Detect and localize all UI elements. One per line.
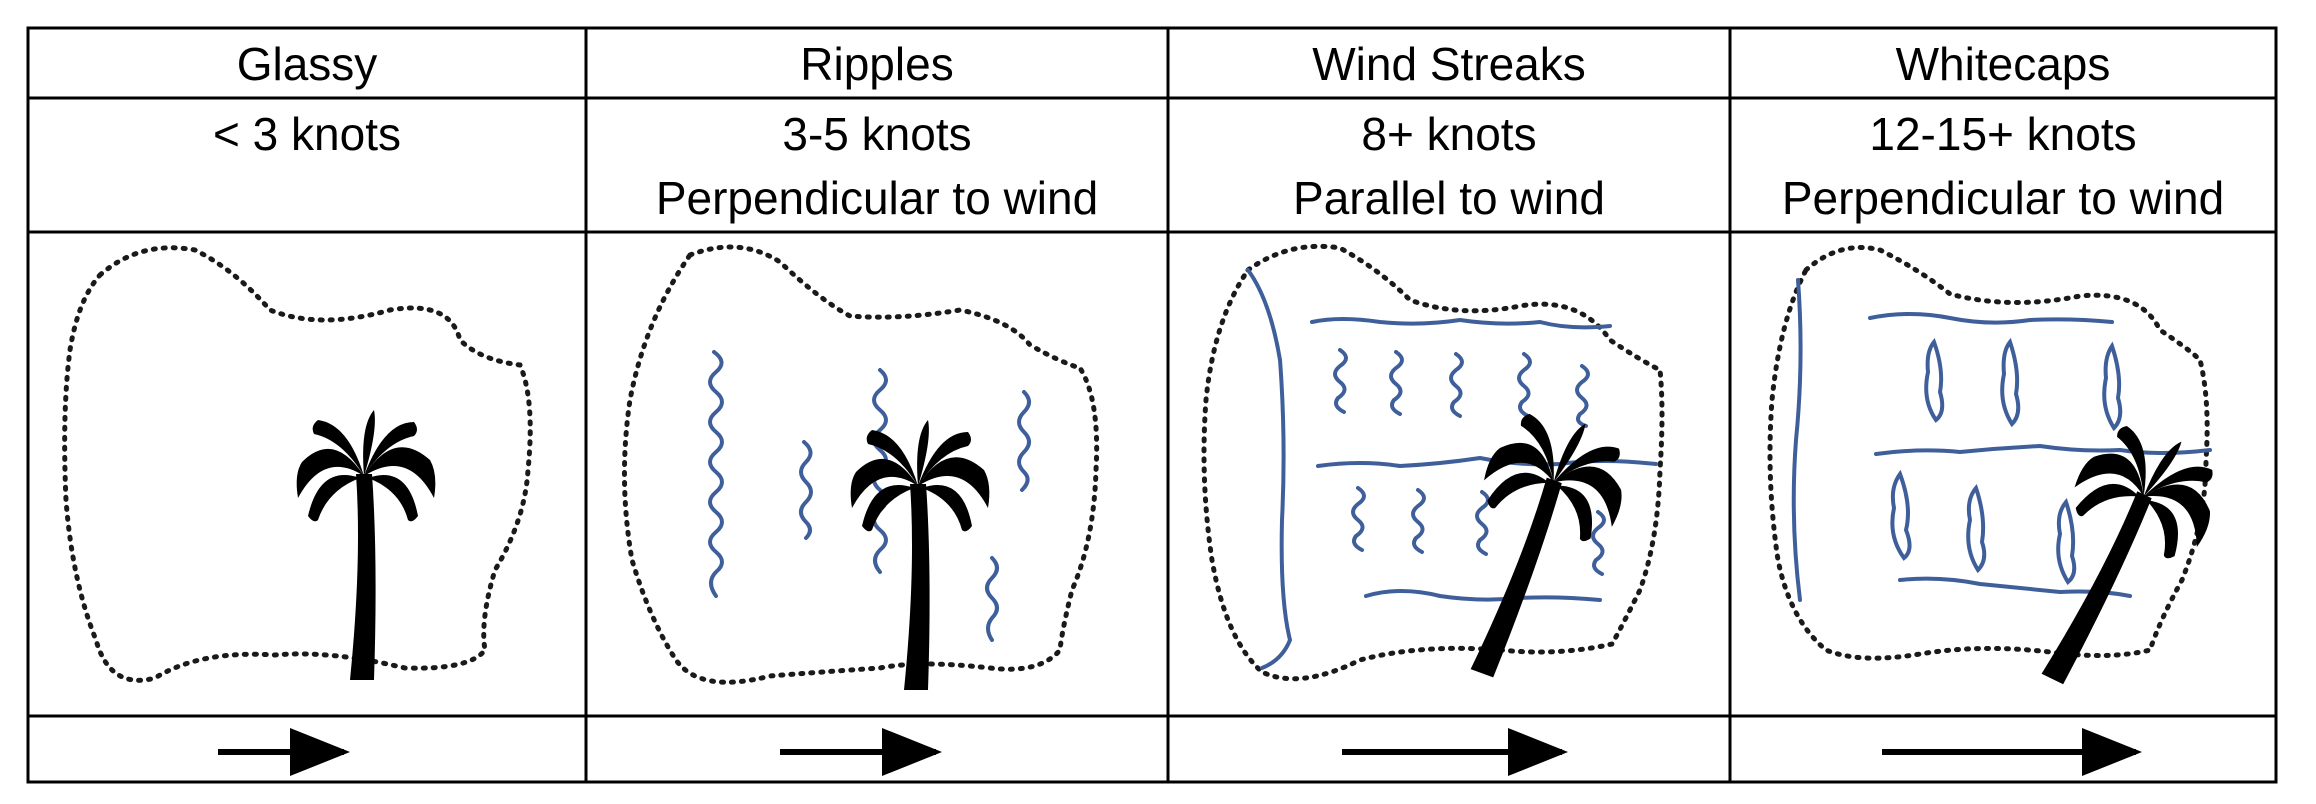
whitecaps-illustration — [1767, 245, 2237, 712]
column-title-glassy: Glassy — [237, 38, 378, 90]
table-grid — [26, 26, 2278, 784]
direction-whitecaps: Perpendicular to wind — [1782, 172, 2224, 224]
lake-outline-glassy — [62, 245, 533, 683]
lake-outline-wind-streaks — [1201, 243, 1665, 682]
whitecap-marks — [1791, 278, 2212, 602]
column-headers: Glassy Ripples Wind Streaks Whitecaps — [237, 38, 2111, 90]
ripples-illustration — [621, 244, 1100, 690]
palm-tree-icon — [1993, 407, 2237, 712]
wind-speed-glassy: < 3 knots — [213, 108, 401, 160]
column-title-ripples: Ripples — [800, 38, 953, 90]
glassy-illustration — [62, 245, 533, 683]
wind-streaks-illustration — [1201, 243, 1665, 699]
palm-tree-icon — [850, 420, 990, 690]
column-title-wind-streaks: Wind Streaks — [1312, 38, 1586, 90]
column-title-whitecaps: Whitecaps — [1896, 38, 2111, 90]
wind-speed-row: < 3 knots 3-5 knots 8+ knots 12-15+ knot… — [213, 108, 2224, 224]
wind-speed-ripples: 3-5 knots — [782, 108, 971, 160]
lake-outline-ripples — [621, 244, 1100, 685]
lake-outline-whitecaps — [1767, 245, 2210, 661]
direction-ripples: Perpendicular to wind — [656, 172, 1098, 224]
wind-streak-marks — [1246, 268, 1658, 670]
wind-speed-whitecaps: 12-15+ knots — [1869, 108, 2136, 160]
palm-tree-icon — [296, 410, 436, 680]
direction-wind-streaks: Parallel to wind — [1293, 172, 1605, 224]
wind-speed-wind-streaks: 8+ knots — [1361, 108, 1536, 160]
